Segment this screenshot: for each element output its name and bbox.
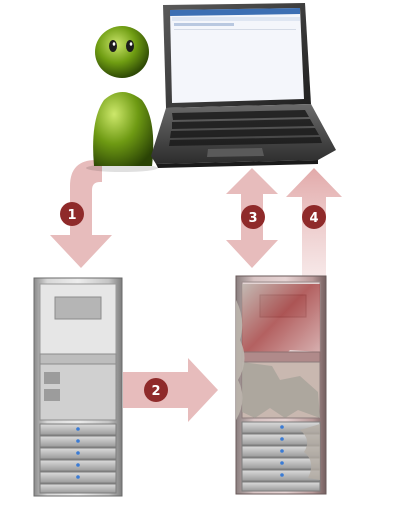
- step-badge-2: 2: [144, 378, 168, 402]
- step-badge-1: 1: [60, 202, 84, 226]
- server-right-drive-bays: [241, 421, 321, 492]
- user-figure: [86, 26, 158, 172]
- svg-text:4: 4: [309, 211, 318, 226]
- server-right-infected: [235, 275, 327, 495]
- step-badge-3: 3: [241, 205, 265, 229]
- svg-text:3: 3: [248, 211, 257, 226]
- arrow-step-2: [123, 358, 218, 422]
- svg-text:1: 1: [67, 208, 76, 223]
- laptop-screen: [170, 8, 304, 103]
- svg-text:2: 2: [151, 384, 160, 399]
- step-badge-4: 4: [302, 205, 326, 229]
- laptop: [151, 3, 336, 168]
- server-left-drive-bays: [39, 423, 117, 494]
- server-left: [33, 277, 123, 497]
